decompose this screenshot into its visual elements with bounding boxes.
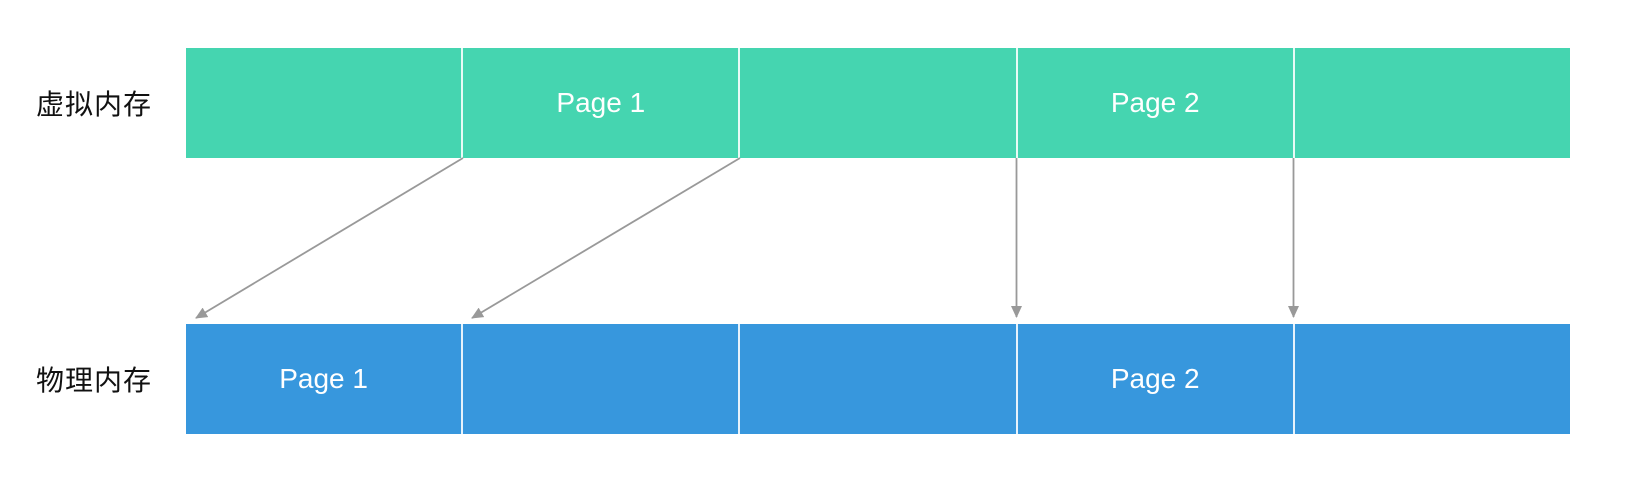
physical-memory-label: 物理内存 <box>35 365 152 396</box>
virtual-memory-segment-2: Page 1 <box>463 48 741 158</box>
virtual-memory-bar: Page 1 Page 2 <box>186 48 1570 158</box>
physical-memory-segment-2 <box>463 324 741 434</box>
virtual-memory-segment-1 <box>186 48 464 158</box>
physical-memory-segment-5 <box>1295 324 1570 434</box>
virtual-memory-segment-4: Page 2 <box>1018 48 1295 158</box>
mapping-arrow-page1-right <box>471 157 741 319</box>
physical-memory-bar: Page 1 Page 2 <box>186 324 1570 434</box>
physical-memory-segment-1: Page 1 <box>186 324 464 434</box>
physical-memory-segment-4: Page 2 <box>1018 324 1295 434</box>
virtual-memory-segment-3 <box>740 48 1018 158</box>
physical-memory-segment-3 <box>740 324 1018 434</box>
mapping-arrow-page1-left <box>195 157 464 319</box>
virtual-memory-label: 虚拟内存 <box>35 89 152 120</box>
virtual-memory-segment-5 <box>1295 48 1570 158</box>
